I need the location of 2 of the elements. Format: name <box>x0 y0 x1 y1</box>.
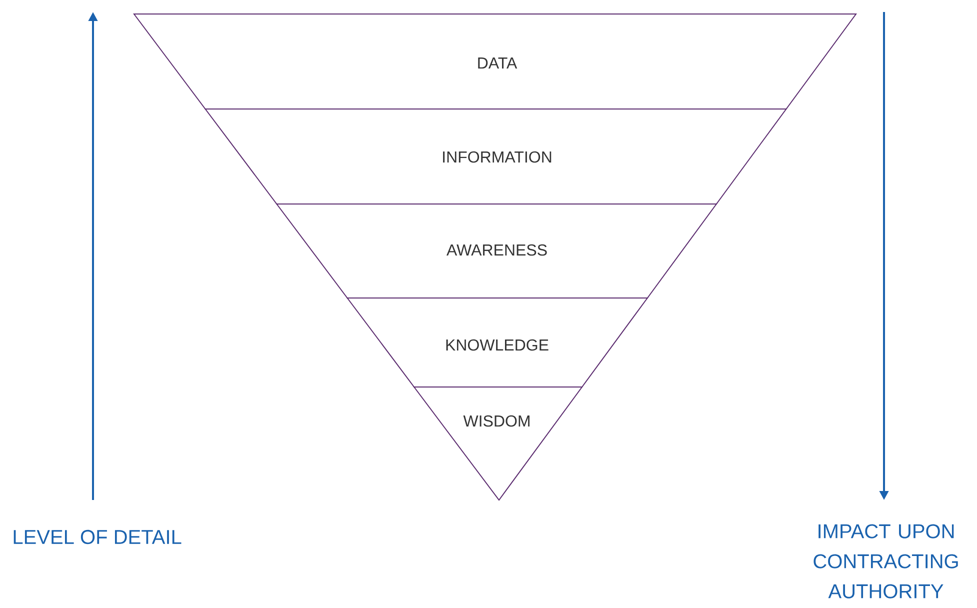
axis-label: LEVEL OF DETAIL <box>14 530 182 544</box>
axis-label: IMPACT UPON CONTRACTING AUTHORITY <box>814 524 958 598</box>
